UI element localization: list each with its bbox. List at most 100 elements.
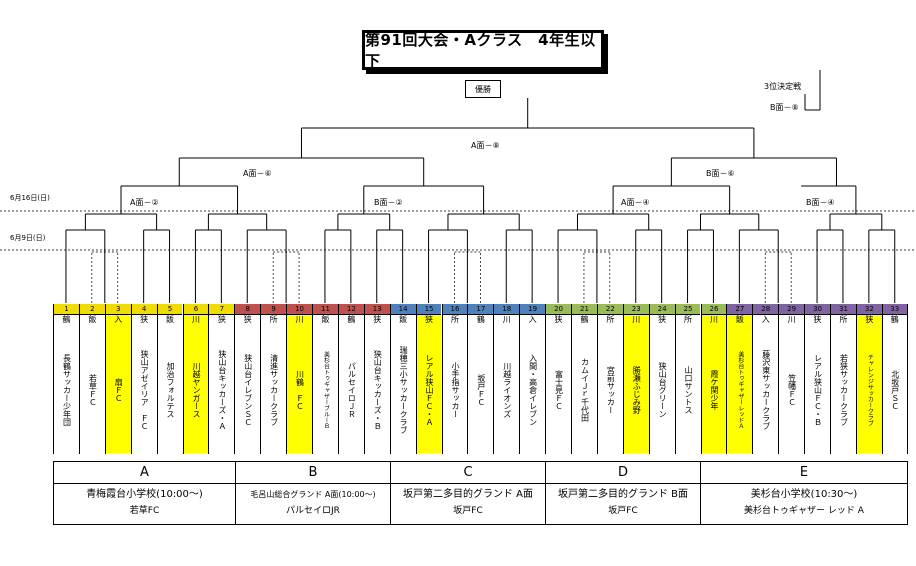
page-title: 第91回大会・Aクラス 4年生以下 [362,30,604,70]
team-city: 所 [450,315,459,324]
qf1-court-label: A面－② [130,198,159,207]
team-number: 22 [597,304,623,315]
team-number: 14 [390,304,416,315]
team-city: 川 [502,315,511,324]
team-number: 30 [805,304,830,315]
team-name: 宮前サッカー [606,365,616,414]
team-name: 美杉台トゥギャザーレッドＡ [736,350,744,429]
team-number: 19 [520,304,546,315]
team-name: 狭山台キッカーズ・Ｂ [373,349,383,430]
team-name: 若草ＦＣ [88,373,98,406]
team-city: 入 [528,315,537,324]
team-name-cell: 山口サントス [676,325,701,453]
team-number: 16 [442,304,468,315]
team-name: 小手指サッカー [450,361,460,418]
semi-left-court-label: A面－⑥ [243,169,272,178]
third-place-label: 3位決定戦 [764,82,802,91]
team-city: 狭 [658,315,667,324]
qf4-court-label: B面－④ [806,198,835,207]
champion-box: 優勝 [465,80,501,98]
team-city: 所 [684,315,693,324]
team-name: 川鶴 ＦＣ [295,369,305,410]
team-name: 山口サントス [684,365,694,414]
team-city: 飯 [321,315,330,324]
team-name: 勝瀬ふじみ野 [632,365,642,414]
team-city: 鶴 [62,315,71,324]
venue-name: 毛呂山総合グランド A面(10:00～) [250,490,376,499]
team-name-cell: 小手指サッカー [443,325,468,453]
team-number: 15 [416,304,442,315]
team-name: 狭山台キッカーズ・Ａ [217,349,227,430]
team-name-cell: 川鶴 ＦＣ [287,325,312,453]
team-city: 鶴 [890,315,899,324]
team-name-cell: 狭山台グリーン [650,325,675,453]
team-number: 13 [364,304,390,315]
team-city: 飯 [88,315,97,324]
team-name: 川越ヤンガース [191,361,201,418]
venue-letter: B [236,462,390,484]
venue-name: 坂戸第二多目的グランド A面 [402,489,534,500]
team-name-cell: チャレンジサッカークラブ [856,325,882,453]
team-number: 17 [468,304,494,315]
team-name-cell: 霞ケ関少年 [701,325,727,453]
venue-host-club: 美杉台トゥギャザー レッド A [744,506,864,516]
venue-letter: C [391,462,545,484]
team-city: 狭 [243,315,252,324]
team-city: 鶴 [476,315,485,324]
venue-name: 坂戸第二多目的グランド B面 [557,489,689,500]
date-round1: 6月9日(日) [10,234,46,242]
team-number: 11 [313,304,338,315]
team-name: レアル狭山ＦＣ・Ａ [425,353,435,426]
venue-name: 美杉台小学校(10:30～) [750,489,858,500]
team-number: 23 [623,304,649,315]
team-city: 入 [105,315,131,325]
team-number: 28 [753,304,779,315]
venue-host-club: 若草FC [129,506,160,516]
team-city: 狭 [140,315,149,324]
team-number: 31 [831,304,856,315]
venue-host-club: パルセイロJR [286,506,340,516]
team-number: 18 [494,304,520,315]
team-name-cell: レアル狭山ＦＣ・Ｂ [805,325,830,453]
team-number: 24 [649,304,675,315]
date-round2: 6月16日(日) [10,194,50,202]
team-name: 狭山台イレブンＳＣ [243,353,253,426]
team-city: 川 [623,315,649,325]
team-city: 川 [701,315,727,325]
team-name: 北坂戸ＳＣ [890,369,900,410]
team-name-cell: 長鶴サッカー少年団 [54,325,79,453]
team-name-cell: 扇ＦＣ [105,325,131,453]
team-city: 狭 [217,315,226,324]
team-name: レアル狭山ＦＣ・Ｂ [813,353,823,426]
team-name-cell: 藤沢東サッカークラブ [753,325,778,453]
team-name-cell: 清進サッカークラブ [261,325,286,453]
team-number: 29 [779,304,805,315]
team-city: 川 [183,315,209,325]
team-number: 26 [701,304,727,315]
team-name-cell: 笠幡ＦＣ [779,325,804,453]
team-name: 富士見ＦＣ [554,369,564,410]
